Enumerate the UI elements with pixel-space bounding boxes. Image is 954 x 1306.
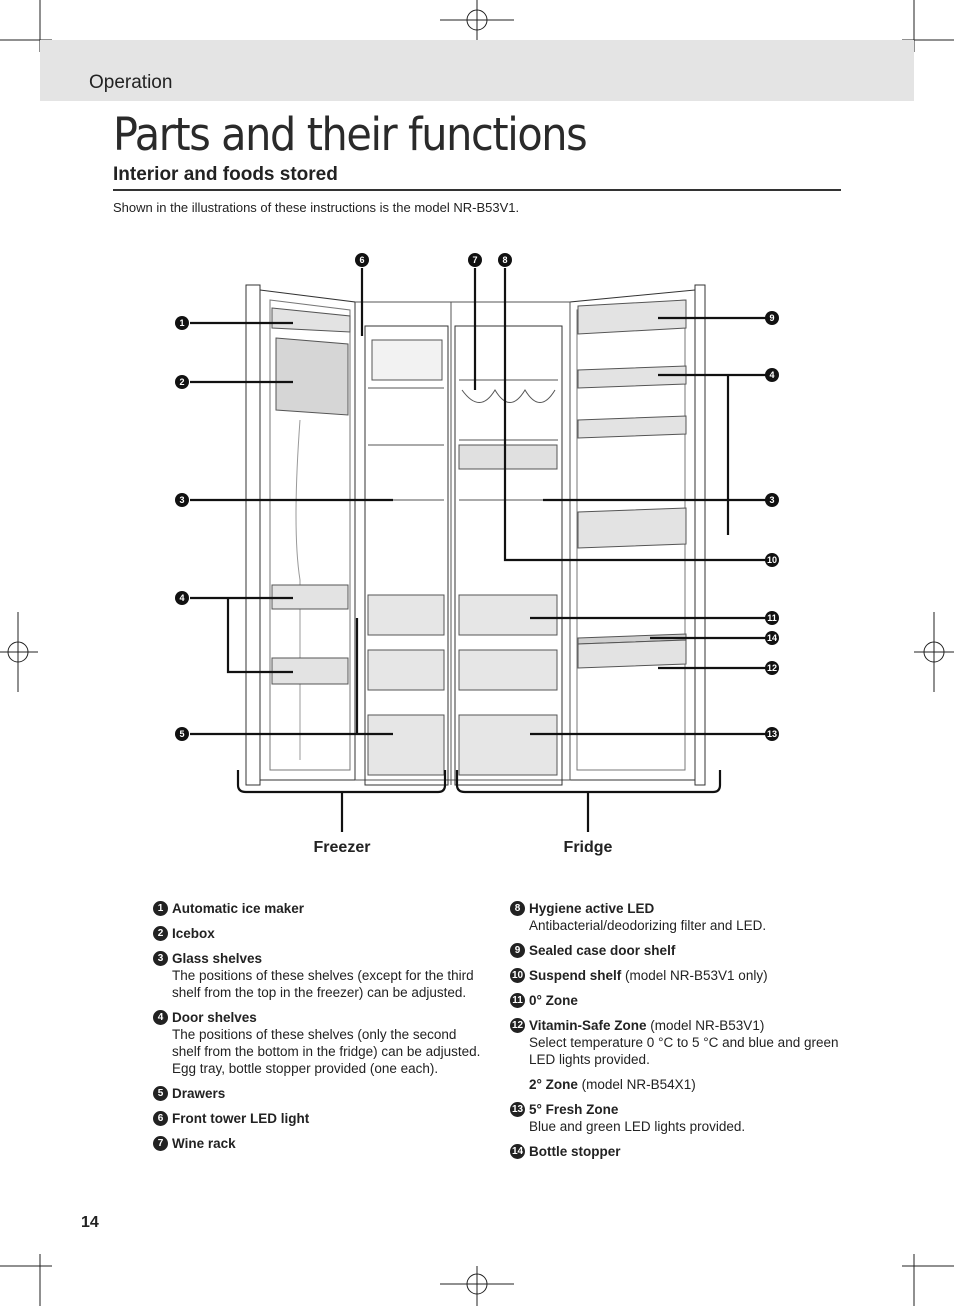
part-name-suffix: (model NR-B53V1) [646, 1018, 765, 1033]
part-name: 0° Zone [529, 993, 578, 1008]
freezer-label: Freezer [314, 839, 371, 856]
refrigerator-illustration: 1 2 3 4 5 6 7 8 9 4 3 10 11 14 12 13 Fre… [175, 253, 779, 856]
part-number: 5 [153, 1086, 168, 1101]
part-description: Select temperature 0 °C to 5 °C and blue… [529, 1035, 839, 1067]
sub-heading: Interior and foods stored [113, 164, 338, 185]
heading-rule [113, 189, 841, 191]
part-number: 10 [510, 968, 525, 983]
part-number: 8 [510, 901, 525, 916]
intro-text: Shown in the illustrations of these inst… [113, 200, 520, 215]
callout-5: 5 [179, 729, 184, 739]
callout-1: 1 [179, 318, 184, 328]
alt-zone-suffix: (model NR-B54X1) [577, 1077, 696, 1092]
callout-9: 9 [769, 313, 774, 323]
part-description: The positions of these shelves (except f… [172, 968, 474, 1000]
part-name: Door shelves [172, 1010, 257, 1025]
part-item: 8 Hygiene active LED Antibacterial/deodori… [510, 900, 840, 934]
part-item: 9 Sealed case door shelf [510, 942, 840, 959]
part-name: Wine rack [172, 1136, 236, 1151]
part-number: 13 [510, 1102, 525, 1117]
fridge-label: Fridge [564, 839, 613, 856]
part-number: 1 [153, 901, 168, 916]
part-item: 1 Automatic ice maker [153, 900, 483, 917]
part-item: 6 Front tower LED light [153, 1110, 483, 1127]
callout-11: 11 [767, 613, 777, 623]
part-description: Blue and green LED lights provided. [529, 1119, 746, 1134]
page-number: 14 [81, 1214, 99, 1231]
part-name: 5° Fresh Zone [529, 1102, 619, 1117]
callout-14: 14 [767, 633, 777, 643]
part-name-suffix: (model NR-B53V1 only) [621, 968, 768, 983]
section-label: Operation [89, 72, 173, 93]
part-item: 7 Wine rack [153, 1135, 483, 1152]
part-name: Front tower LED light [172, 1111, 310, 1126]
callout-6: 6 [359, 255, 364, 265]
part-description: Antibacterial/deodorizing filter and LED… [529, 918, 767, 933]
callout-4b: 4 [769, 370, 774, 380]
part-item: 2 Icebox [153, 925, 483, 942]
part-item: 14 Bottle stopper [510, 1143, 840, 1160]
part-name: Bottle stopper [529, 1144, 621, 1159]
callout-10: 10 [767, 555, 777, 565]
part-number: 11 [510, 993, 525, 1008]
part-name: Automatic ice maker [172, 901, 305, 916]
part-description-extra: Egg tray, bottle stopper provided (one e… [172, 1061, 439, 1076]
part-name: Suspend shelf [529, 968, 622, 983]
part-number: 12 [510, 1018, 525, 1033]
part-number: 14 [510, 1144, 525, 1159]
callout-2: 2 [179, 377, 184, 387]
callout-13: 13 [767, 729, 777, 739]
part-number: 2 [153, 926, 168, 941]
page-title: Parts and their functions [113, 108, 588, 161]
callout-3b: 3 [769, 495, 774, 505]
alt-zone-name: 2° Zone [529, 1077, 578, 1092]
callout-7: 7 [472, 255, 477, 265]
callout-12: 12 [767, 663, 777, 673]
alt-zone-note: 2° Zone (model NR-B54X1) [510, 1076, 840, 1093]
part-item: 5 Drawers [153, 1085, 483, 1102]
part-item: 10 Suspend shelf (model NR-B53V1 only) [510, 967, 840, 984]
part-name: Drawers [172, 1086, 226, 1101]
part-name: Hygiene active LED [529, 901, 655, 916]
header-band [40, 40, 914, 101]
part-number: 6 [153, 1111, 168, 1126]
part-number: 4 [153, 1010, 168, 1025]
part-number: 7 [153, 1136, 168, 1151]
part-number: 3 [153, 951, 168, 966]
part-name: Sealed case door shelf [529, 943, 676, 958]
part-item: 11 0° Zone [510, 992, 840, 1009]
part-name: Icebox [172, 926, 215, 941]
callout-3: 3 [179, 495, 184, 505]
part-name: Vitamin-Safe Zone [529, 1018, 647, 1033]
part-description: The positions of these shelves (only the… [172, 1027, 481, 1059]
parts-list-left: 1 Automatic ice maker 2 Icebox 3 Glass shel… [153, 900, 483, 1160]
parts-list-right: 8 Hygiene active LED Antibacterial/deodori… [510, 900, 840, 1168]
part-number: 9 [510, 943, 525, 958]
part-name: Glass shelves [172, 951, 263, 966]
callout-8: 8 [502, 255, 507, 265]
callout-4: 4 [179, 593, 184, 603]
part-item: 12 Vitamin-Safe Zone (model NR-B53V1) Sele… [510, 1017, 840, 1068]
